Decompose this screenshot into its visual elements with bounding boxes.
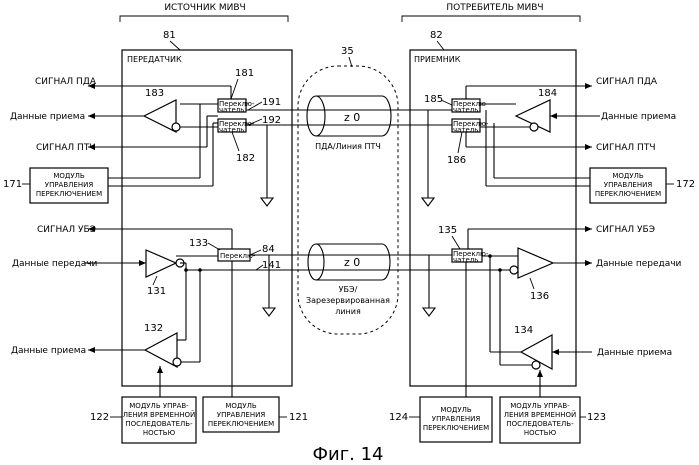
ref-133: 133 (189, 238, 208, 249)
module-171-line-2: УПРАВЛЕНИЯ (45, 181, 94, 189)
ref-123: 123 (587, 412, 606, 423)
right-signal-rx-data-bottom: Данные приема (597, 348, 672, 358)
right-signal-pda: СИГНАЛ ПДА (596, 77, 658, 87)
switch-181-label-2: чатель (219, 106, 244, 114)
ref-183: 183 (145, 88, 164, 99)
module-124-line-2: УПРАВЛЕНИЯ (432, 415, 481, 423)
ref-84: 84 (262, 244, 275, 255)
top-cylinder: z 0 (307, 96, 391, 136)
module-122-line-1: МОДУЛЬ УПРАВ- (129, 402, 189, 410)
receiver-ref: 82 (430, 30, 443, 41)
cable-ref: 35 (341, 46, 354, 57)
left-signal-ube: СИГНАЛ УБЭ (37, 225, 96, 235)
figure-caption: Фиг. 14 (313, 444, 384, 465)
bottom-line-label-3: линия (335, 307, 361, 316)
module-121: МОДУЛЬ УПРАВЛЕНИЯ ПЕРЕКЛЮЧЕНИЕМ 121 (203, 397, 308, 432)
receiver-block: ПРИЕМНИК 82 (410, 30, 576, 386)
ref-121: 121 (289, 412, 308, 423)
right-signal-tx-data: Данные передачи (596, 259, 682, 269)
module-122: МОДУЛЬ УПРАВ- ЛЕНИЯ ВРЕМЕННОЙ ПОСЛЕДОВАТ… (90, 397, 196, 443)
module-124-line-1: МОДУЛЬ (440, 406, 472, 414)
left-signal-rx-data-bottom: Данные приема (11, 346, 86, 356)
module-123-line-4: НОСТЬЮ (524, 429, 557, 437)
module-172-line-1: МОДУЛЬ (612, 172, 644, 180)
module-171-line-3: ПЕРЕКЛЮЧЕНИЕМ (36, 190, 102, 198)
sink-title: ПОТРЕБИТЕЛЬ МИВЧ (446, 3, 543, 13)
ref-182: 182 (236, 153, 255, 164)
ref-134: 134 (514, 325, 533, 336)
ref-185: 185 (424, 94, 443, 105)
sink-header: ПОТРЕБИТЕЛЬ МИВЧ (402, 3, 580, 22)
source-title: ИСТОЧНИК МИВЧ (164, 3, 245, 13)
bottom-cylinder: z 0 (308, 244, 390, 280)
ref-131: 131 (147, 286, 166, 297)
module-122-line-4: НОСТЬЮ (143, 429, 176, 437)
module-171: МОДУЛЬ УПРАВЛЕНИЯ ПЕРЕКЛЮЧЕНИЕМ 171 (3, 168, 108, 203)
ref-135: 135 (438, 225, 457, 236)
ref-181: 181 (235, 68, 254, 79)
module-123-line-2: ЛЕНИЯ ВРЕМЕННОЙ (504, 410, 576, 419)
right-signal-ptch: СИГНАЛ ПТЧ (596, 143, 656, 153)
top-line-label: ПДА/Линия ПТЧ (315, 142, 381, 151)
bottom-line-label-1: УБЭ/ (339, 285, 358, 294)
bottom-z0: z 0 (344, 256, 360, 269)
module-121-line-3: ПЕРЕКЛЮЧЕНИЕМ (208, 420, 274, 428)
ref-171: 171 (3, 179, 22, 190)
left-signal-rx-data-top: Данные приема (10, 112, 85, 122)
module-124: МОДУЛЬ УПРАВЛЕНИЯ ПЕРЕКЛЮЧЕНИЕМ 124 (389, 397, 492, 442)
ref-132: 132 (144, 323, 163, 334)
module-172-line-2: УПРАВЛЕНИЯ (604, 181, 653, 189)
module-123: МОДУЛЬ УПРАВ- ЛЕНИЯ ВРЕМЕННОЙ ПОСЛЕДОВАТ… (500, 397, 606, 443)
module-172: МОДУЛЬ УПРАВЛЕНИЯ ПЕРЕКЛЮЧЕНИЕМ 172 (590, 168, 695, 203)
source-header: ИСТОЧНИК МИВЧ (120, 3, 288, 22)
module-122-line-2: ЛЕНИЯ ВРЕМЕННОЙ (123, 410, 195, 419)
ref-141: 141 (262, 260, 281, 271)
ref-172: 172 (676, 179, 695, 190)
module-121-line-2: УПРАВЛЕНИЯ (217, 411, 266, 419)
module-172-line-3: ПЕРЕКЛЮЧЕНИЕМ (595, 190, 661, 198)
module-171-line-1: МОДУЛЬ (53, 172, 85, 180)
module-122-line-3: ПОСЛЕДОВАТЕЛЬ- (125, 420, 193, 428)
right-signal-ube: СИГНАЛ УБЭ (596, 225, 655, 235)
switch-185-label-2: чатель (453, 106, 478, 114)
ref-191: 191 (262, 97, 281, 108)
right-signal-rx-data-top: Данные приема (601, 112, 676, 122)
switch-182-label-2: чатель (219, 126, 244, 134)
ref-186: 186 (447, 155, 466, 166)
cable-35: 35 z 0 ПДА/Линия ПТЧ z 0 УБЭ/ Зарезервир… (298, 46, 398, 334)
ref-124: 124 (389, 412, 408, 423)
ref-122: 122 (90, 412, 109, 423)
bottom-line-label-2: Зарезервированная (306, 296, 390, 305)
left-signal-tx-data: Данные передачи (12, 259, 98, 269)
module-123-line-3: ПОСЛЕДОВАТЕЛЬ- (506, 420, 574, 428)
top-z0: z 0 (344, 111, 360, 124)
switch-133-label: Переклю- (220, 252, 256, 260)
module-123-line-1: МОДУЛЬ УПРАВ- (510, 402, 570, 410)
module-124-line-3: ПЕРЕКЛЮЧЕНИЕМ (423, 424, 489, 432)
left-signal-pda: СИГНАЛ ПДА (35, 77, 97, 87)
module-121-line-1: МОДУЛЬ (225, 402, 257, 410)
transmitter-ref: 81 (163, 30, 176, 41)
left-signal-ptch: СИГНАЛ ПТЧ (36, 143, 96, 153)
ref-184: 184 (538, 88, 557, 99)
ref-136: 136 (530, 291, 549, 302)
transmitter-title: ПЕРЕДАТЧИК (127, 55, 182, 64)
receiver-title: ПРИЕМНИК (414, 55, 461, 64)
ref-192: 192 (262, 115, 281, 126)
